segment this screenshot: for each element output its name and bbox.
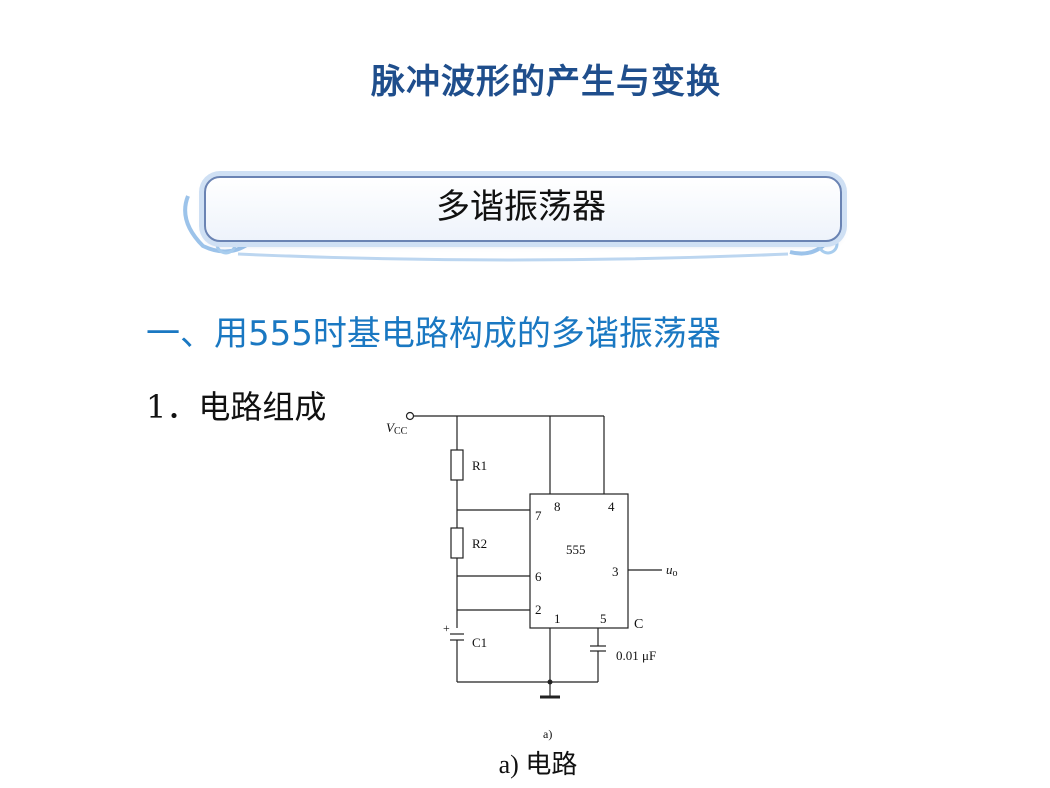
circuit-diagram: VCC R1 R2 + C1 555 8 4 7 6 3 2 1 5 uo C … <box>386 411 678 741</box>
pin-4-label: 4 <box>608 499 615 514</box>
r2-label: R2 <box>472 536 487 551</box>
figure-caption: a) 电路 <box>498 750 578 779</box>
sub-heading: 1．电路组成 <box>146 388 327 426</box>
pin-1-label: 1 <box>554 611 561 626</box>
pin-5-label: 5 <box>600 611 607 626</box>
pin-8-label: 8 <box>554 499 561 514</box>
pin-2-label: 2 <box>535 602 542 617</box>
capacitor-c-label: C <box>634 617 643 632</box>
capacitor-c-value: 0.01 μF <box>616 648 656 663</box>
page-title: 脉冲波形的产生与变换 <box>371 62 721 102</box>
figure-label: a) <box>543 727 552 741</box>
pin-6-label: 6 <box>535 569 542 584</box>
r1-label: R1 <box>472 458 487 473</box>
chip-label: 555 <box>566 542 586 557</box>
ground-node <box>547 679 553 685</box>
section-heading: 一、用555时基电路构成的多谐振荡器 <box>146 314 721 354</box>
vcc-terminal <box>405 411 415 421</box>
chip-555 <box>529 493 629 629</box>
c1-polarity: + <box>443 621 450 635</box>
c1-label: C1 <box>472 635 487 650</box>
pin-3-label: 3 <box>612 564 619 579</box>
vcc-label: VCC <box>386 420 408 437</box>
resistor-r1 <box>450 449 464 481</box>
pin-7-label: 7 <box>535 508 542 523</box>
banner-title: 多谐振荡器 <box>436 187 606 227</box>
section-banner: 多谐振荡器 <box>178 166 848 262</box>
output-label: uo <box>666 562 678 579</box>
banner-box <box>204 176 842 242</box>
resistor-r2 <box>450 527 464 559</box>
